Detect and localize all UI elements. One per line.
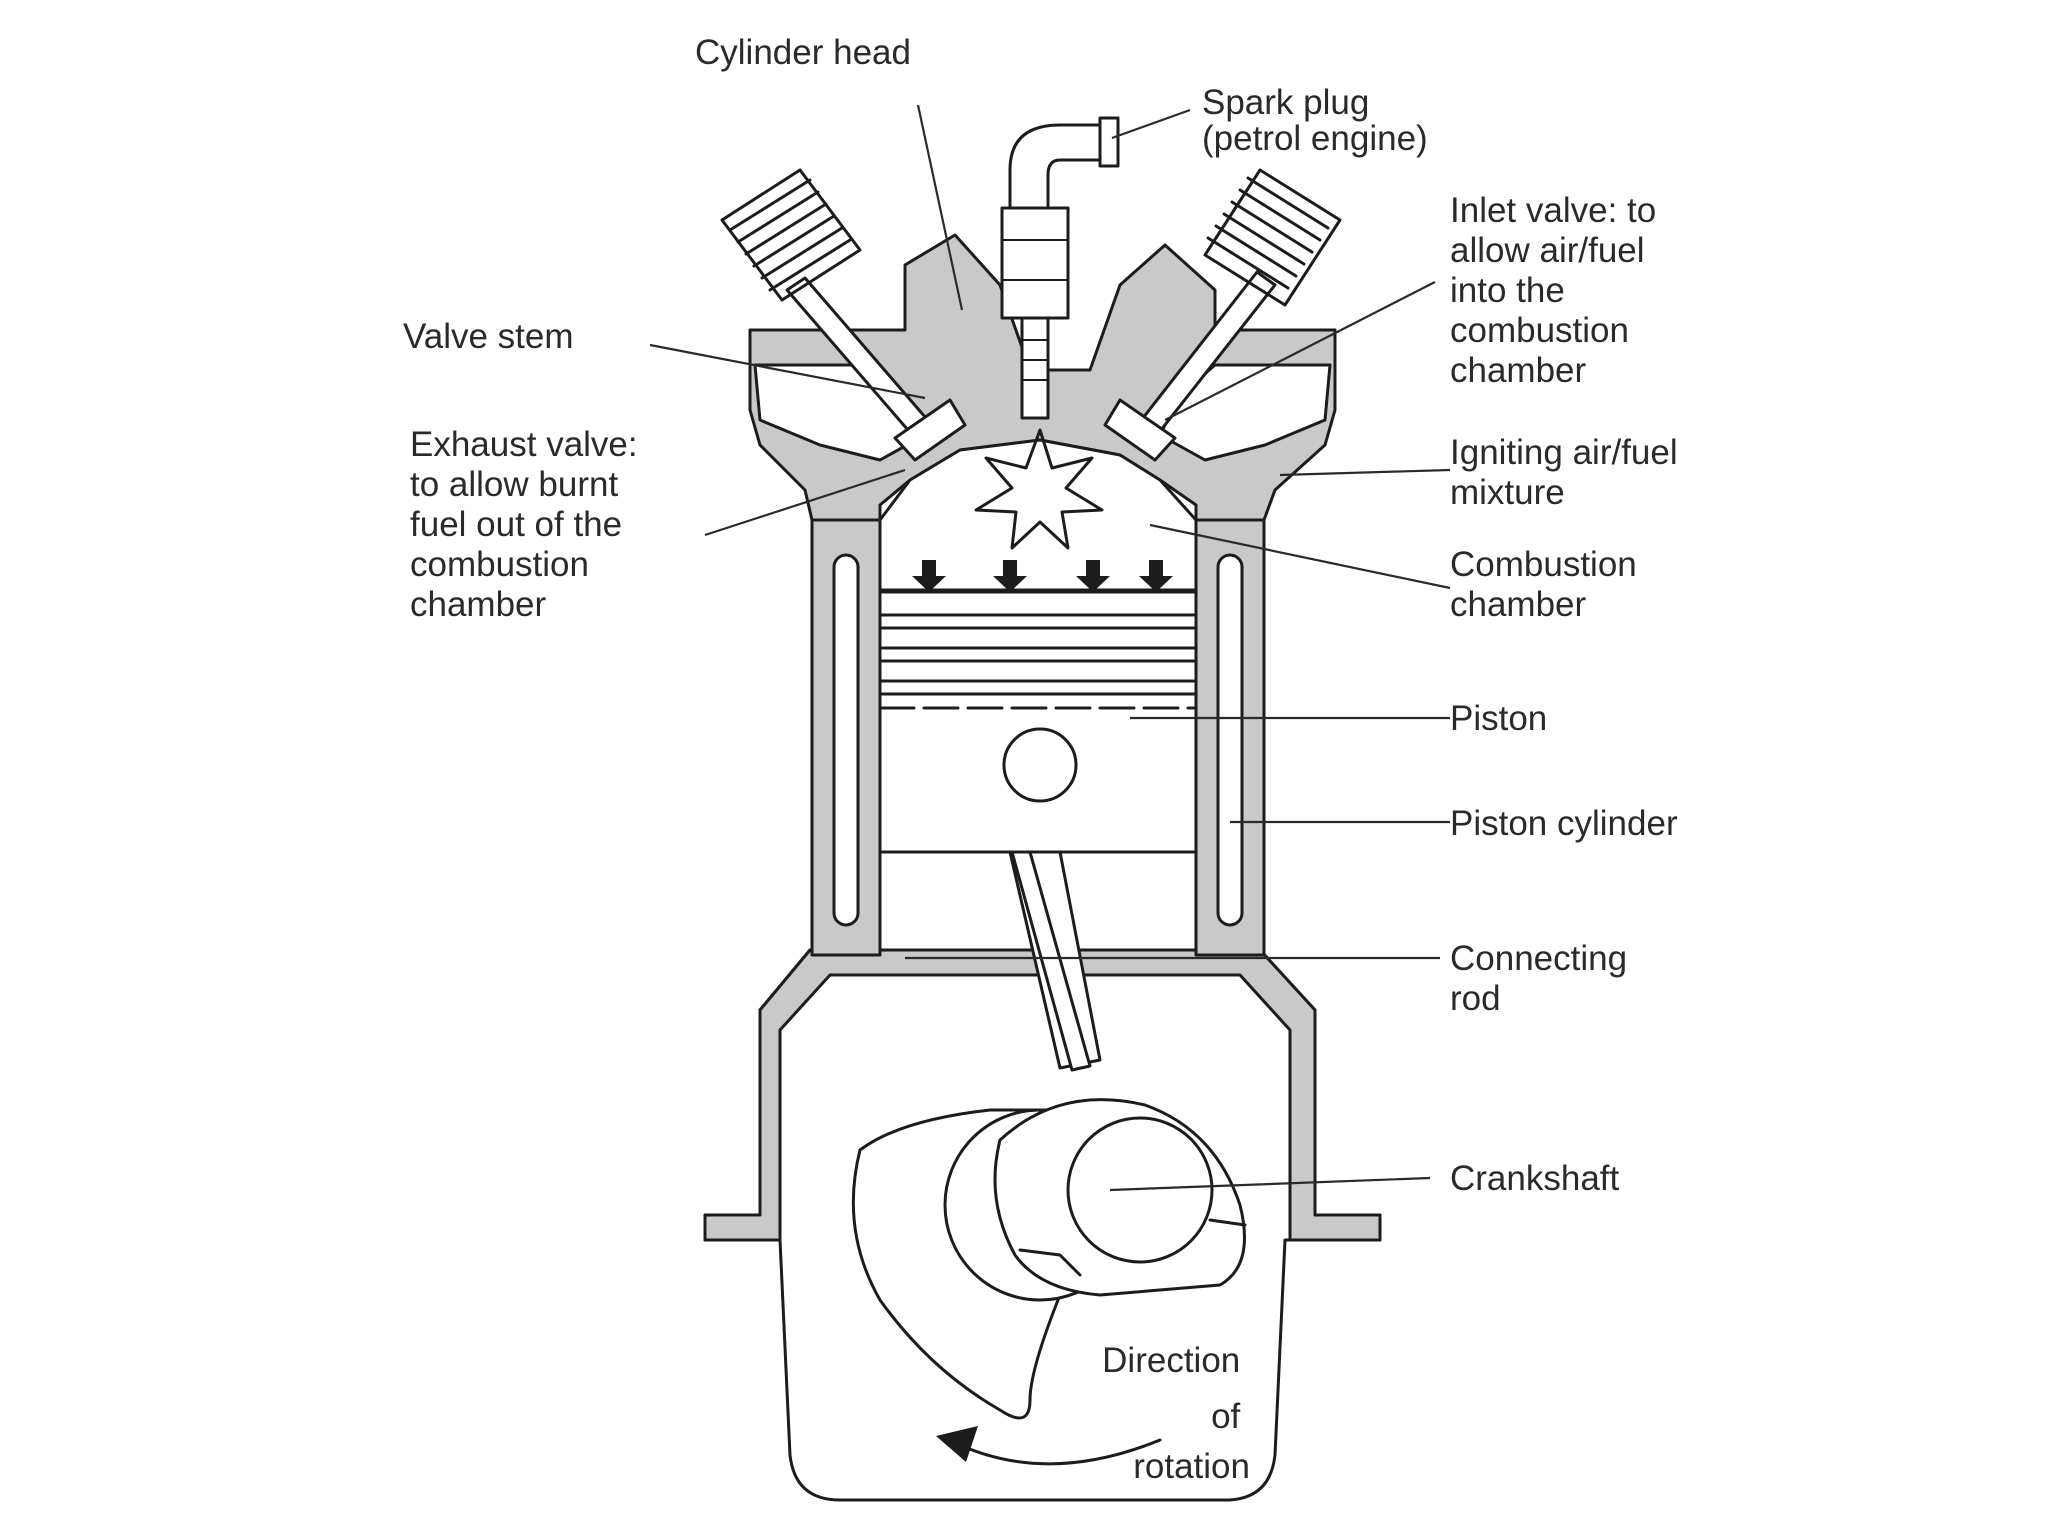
- label-igniting-mixture: Igniting air/fuel mixture: [1450, 433, 1687, 512]
- label-valve-stem: Valve stem: [403, 317, 574, 356]
- exhaust-valve-spring: [720, 168, 862, 302]
- piston: [878, 590, 1198, 854]
- igniting-mixture: [974, 428, 1104, 550]
- spark-plug: [1000, 116, 1120, 420]
- exhaust-valve: [720, 168, 967, 462]
- label-inlet-valve: Inlet valve: to allow air/fuel into the …: [1450, 191, 1666, 390]
- label-combustion-chamber: Combustion chamber: [1450, 545, 1647, 624]
- direction-of-rotation-arrow: [936, 1426, 1162, 1466]
- inlet-valve: [1103, 168, 1342, 462]
- combustion-force-arrows: [912, 560, 1173, 592]
- label-exhaust-valve: Exhaust valve: to allow burnt fuel out o…: [410, 425, 647, 624]
- label-piston-cylinder: Piston cylinder: [1450, 804, 1678, 843]
- inlet-valve-spring: [1203, 168, 1342, 307]
- label-piston: Piston: [1450, 699, 1547, 738]
- gudgeon-pin: [1002, 727, 1078, 803]
- piston-cylinder: [810, 518, 1266, 957]
- label-direction-of-rotation: Direction of rotation: [1102, 1341, 1250, 1486]
- connecting-rod: [1008, 850, 1102, 1072]
- crankshaft: [851, 1098, 1247, 1420]
- labels: Cylinder head Spark plug (petrol engine)…: [403, 33, 1687, 1486]
- combustion-chamber: [878, 428, 1198, 592]
- label-crankshaft: Crankshaft: [1450, 1159, 1620, 1198]
- label-connecting-rod: Connecting rod: [1450, 939, 1637, 1018]
- label-cylinder-head: Cylinder head: [695, 33, 911, 72]
- label-spark-plug: Spark plug (petrol engine): [1202, 83, 1428, 158]
- leader-lines: [649, 104, 1451, 1192]
